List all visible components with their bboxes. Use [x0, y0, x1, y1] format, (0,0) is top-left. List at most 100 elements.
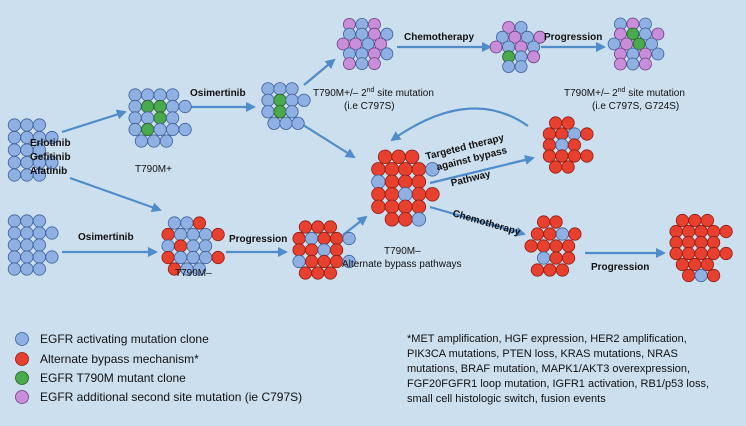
red-cell: [681, 224, 696, 239]
blue-cell: [174, 250, 188, 265]
blue-cell: [20, 118, 34, 132]
legend-blue-swatch: [15, 332, 29, 346]
red-cell: [304, 254, 319, 269]
red-cell: [524, 239, 538, 253]
red-cell: [411, 187, 427, 202]
blue-cell: [20, 226, 34, 240]
red-cell: [549, 239, 563, 253]
purple-cell: [367, 57, 381, 70]
gefitinib-label: Gefitinib: [30, 152, 71, 163]
red-cell: [304, 243, 319, 257]
cluster-initial-bottom: [7, 214, 59, 276]
cluster-t790m-positive: [128, 88, 192, 148]
blue-cell: [141, 111, 155, 125]
red-cell: [688, 257, 702, 272]
red-cell: [549, 251, 563, 265]
green-cell: [153, 111, 167, 125]
legend-red-swatch: [15, 352, 29, 366]
blue-cell: [7, 143, 21, 157]
red-cell: [543, 227, 557, 241]
red-cell: [542, 127, 557, 141]
cluster-targeted-therapy: [542, 116, 594, 174]
red-cell: [211, 227, 225, 242]
green-cell: [273, 93, 287, 107]
footnote-line5: small cell histologic switch, fusion eve…: [407, 393, 606, 405]
blue-cell: [694, 268, 708, 283]
legend-purple-swatch: [15, 390, 29, 404]
second-site-b-example: (i.e C797S, G724S): [592, 101, 679, 112]
blue-cell: [555, 138, 569, 152]
arrow-chemo-mid: [429, 205, 526, 237]
red-cell: [292, 243, 306, 257]
blue-cell: [166, 88, 180, 102]
blue-cell: [380, 27, 394, 41]
red-cell: [411, 162, 427, 177]
red-cell: [706, 235, 721, 250]
arrow-targeted-loop-back: [390, 107, 529, 142]
blue-cell: [521, 30, 534, 44]
blue-cell: [153, 122, 167, 137]
purple-cell: [614, 27, 627, 41]
red-cell: [411, 174, 427, 190]
blue-cell: [279, 116, 293, 130]
bypass-label-line1: T790M–: [384, 246, 421, 257]
blue-cell: [134, 134, 148, 148]
blue-cell: [514, 20, 528, 34]
red-cell: [292, 231, 306, 246]
red-cell: [675, 213, 690, 228]
footnote-line4: FGF20FGFR1 loop mutation, IGFR1 activati…: [407, 378, 709, 390]
legend-blue-label: EGFR activating mutation clone: [40, 332, 209, 346]
red-cell: [398, 174, 413, 190]
red-cell: [536, 215, 551, 229]
blue-cell: [7, 238, 21, 252]
red-cell: [311, 220, 325, 234]
red-cell: [192, 216, 206, 230]
red-cell: [561, 116, 575, 130]
red-cell: [323, 220, 337, 234]
blue-cell: [166, 111, 180, 125]
red-cell: [719, 246, 733, 261]
blue-cell: [651, 47, 665, 61]
red-cell: [384, 174, 400, 190]
cluster-post-chemo-mid: [524, 215, 582, 277]
red-cell: [694, 224, 708, 239]
red-cell: [706, 224, 721, 239]
purple-cell: [342, 57, 356, 70]
blue-cell: [7, 214, 21, 228]
blue-cell: [45, 226, 59, 240]
red-cell: [530, 227, 545, 241]
arrow-tki-to-t790m-negative: [69, 176, 162, 213]
blue-cell: [45, 250, 59, 264]
second-site-b-post: site mutation: [625, 88, 684, 99]
red-cell: [161, 250, 175, 265]
blue-cell: [7, 250, 21, 264]
footnote-line1: *MET amplification, HGF expression, HER2…: [407, 333, 687, 345]
red-cell: [298, 266, 312, 280]
blue-cell: [7, 262, 21, 276]
blue-cell: [128, 122, 142, 137]
blue-cell: [285, 93, 299, 107]
blue-cell: [32, 238, 47, 252]
red-cell: [329, 231, 344, 246]
cell-clusters: [7, 17, 733, 283]
cluster-bypass: [371, 149, 440, 227]
red-cell: [411, 199, 427, 215]
blue-cell: [167, 216, 181, 230]
purple-cell: [367, 27, 381, 41]
cluster-progression-right: [669, 213, 733, 283]
blue-cell: [7, 118, 21, 132]
blue-cell: [159, 134, 173, 148]
cluster-t790m-negative: [161, 216, 225, 276]
blue-cell: [7, 155, 21, 170]
blue-cell: [607, 37, 621, 51]
red-cell: [543, 263, 557, 277]
legend-red-label: Alternate bypass mechanism*: [40, 352, 199, 366]
blue-cell: [291, 116, 305, 130]
second-site-a-example: (i.e C797S): [344, 101, 395, 112]
osimertinib-top-label: Osimertinib: [190, 88, 246, 99]
blue-cell: [141, 88, 155, 102]
blue-cell: [32, 118, 47, 132]
purple-cell: [336, 37, 350, 51]
blue-cell: [502, 60, 516, 73]
